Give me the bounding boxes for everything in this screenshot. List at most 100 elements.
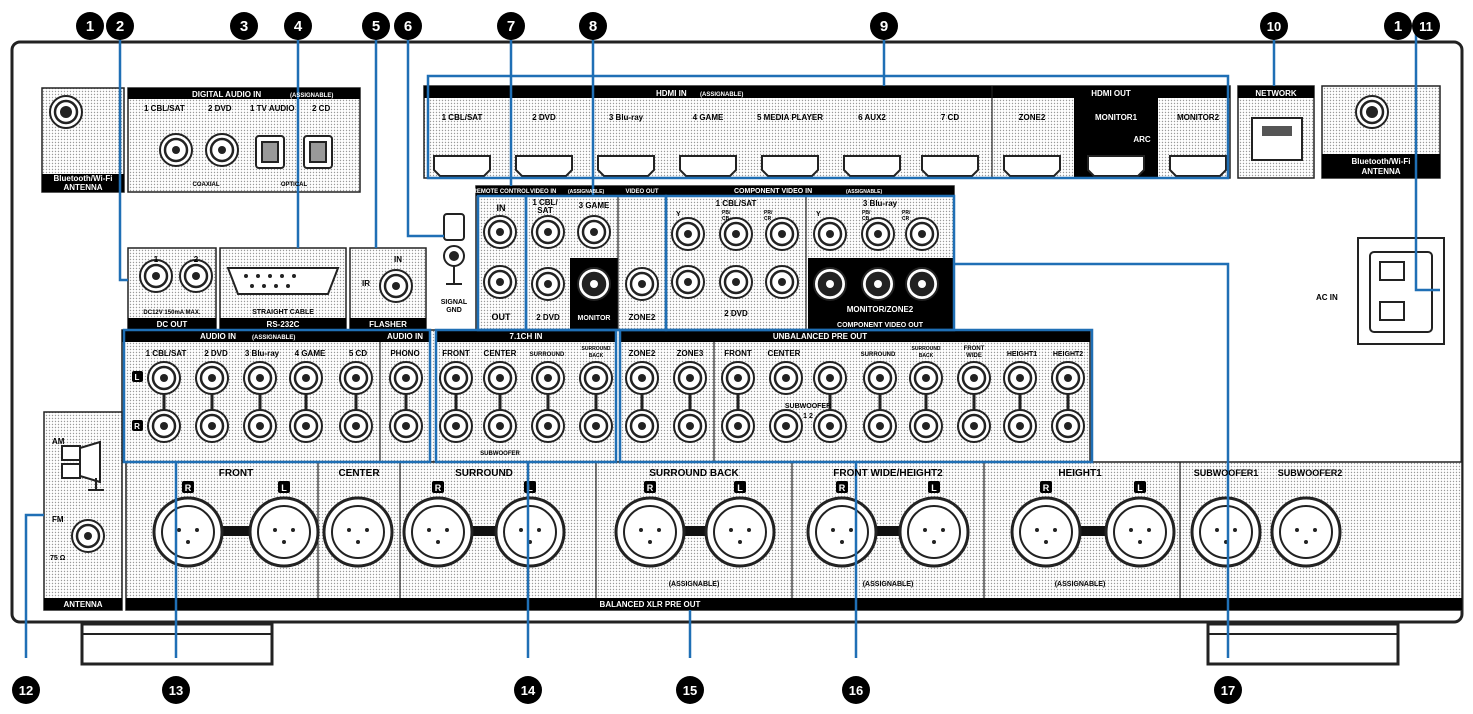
optical-label: OPTICAL (281, 182, 308, 188)
rs232c-port (226, 267, 340, 295)
xlr-pin (1295, 528, 1299, 532)
rca-jack-pin (970, 422, 978, 430)
hdmi-in-title: HDMI IN (656, 89, 687, 98)
xlr-pin (932, 540, 936, 544)
ch71-sb-2: BACK (589, 353, 604, 359)
xlr-pin (186, 540, 190, 544)
remote-out: OUT (492, 312, 512, 322)
am-terminal (61, 440, 104, 491)
digital-in-3: 1 TV AUDIO (250, 104, 295, 113)
hdmi-in-5: 5 MEDIA PLAYER (757, 113, 823, 122)
xlr-jack-inner (1019, 505, 1073, 559)
xlr-pin (177, 528, 181, 532)
rca-jack-pin (732, 278, 740, 286)
digital-audio-assignable: (ASSIGNABLE) (290, 93, 333, 99)
rca-jack-pin (592, 374, 600, 382)
video-zone2: ZONE2 (629, 313, 656, 322)
antenna-title: ANTENNA (63, 600, 102, 609)
callout-leader (434, 328, 618, 464)
xlr-height1: HEIGHT1 (1058, 468, 1102, 479)
component-out-title: COMPONENT VIDEO OUT (837, 322, 924, 329)
hdmi-out-zone2: ZONE2 (1019, 113, 1046, 122)
rca-jack-pin (544, 228, 552, 236)
callout-leader (1414, 34, 1440, 292)
xlr-bridge (464, 526, 504, 536)
rca-jack-pin (826, 374, 834, 382)
ch71-subwoofer: SUBWOOFER (480, 451, 520, 457)
callout-number: 1 (1394, 18, 1402, 35)
xlr-jack-inner (1199, 505, 1253, 559)
callout-number: 16 (849, 683, 863, 698)
rca-jack-pin (922, 422, 930, 430)
rca-jack-pin (782, 374, 790, 382)
rca-jacks (49, 95, 1389, 553)
video-in-assignable: (ASSIGNABLE) (568, 189, 604, 195)
video-cbl-1: 1 CBL/ (532, 198, 558, 207)
xlr-jack-inner (411, 505, 465, 559)
rs232c-title: RS-232C (267, 320, 300, 329)
callout-number: 3 (240, 18, 248, 35)
callout-circle (106, 12, 134, 40)
video-cbl-2: SAT (537, 206, 553, 215)
xlr-assignable-3: (ASSIGNABLE) (1055, 581, 1106, 588)
xlr-jack-inner (907, 505, 961, 559)
rca-jack-pin (302, 422, 310, 430)
phono-label: PHONO (390, 349, 419, 358)
xlr-channel-letter: R (435, 483, 442, 493)
xlr-pin (1044, 540, 1048, 544)
digital-audio-title: DIGITAL AUDIO IN (192, 90, 261, 99)
xlr-subwoofer1: SUBWOOFER1 (1194, 468, 1259, 478)
xlr-center: CENTER (338, 468, 380, 479)
bt-left-label-1: Bluetooth/Wi-Fi (53, 174, 112, 183)
hdmi-in-4: 4 GAME (693, 113, 724, 122)
signal-gnd-terminal (443, 213, 465, 285)
xlr-subwoofer2: SUBWOOFER2 (1278, 468, 1343, 478)
xlr-channel-letter: L (737, 483, 743, 493)
callout-circle (230, 12, 258, 40)
component-pr2a: PR/ (902, 210, 911, 216)
phono-title: AUDIO IN (387, 332, 423, 341)
xlr-surround: SURROUND (455, 468, 513, 479)
callout-circle (1214, 676, 1242, 704)
rca-jack-pin (160, 374, 168, 382)
ch71-sb-1: SURROUND (582, 346, 611, 352)
network-title: NETWORK (1255, 89, 1297, 98)
pre-sub-numbers: 1 2 (803, 413, 813, 420)
hdmi-out-monitor1: MONITOR1 (1095, 113, 1138, 122)
rca-jack-pin (686, 422, 694, 430)
xlr-jack-inner (815, 505, 869, 559)
xlr-pin (273, 528, 277, 532)
rca-jack-pin (734, 374, 742, 382)
bt-antenna-center (60, 106, 72, 118)
xlr-pin (1129, 528, 1133, 532)
callout-circle (76, 12, 104, 40)
audio-in-1: 1 CBL/SAT (146, 349, 187, 358)
ch71-front: FRONT (442, 349, 470, 358)
xlr-pin (923, 528, 927, 532)
component-pb1b: CB (722, 216, 730, 222)
xlr-channel-letter: R (647, 483, 654, 493)
rca-jack-pin (686, 374, 694, 382)
rca-jack-pin (452, 374, 460, 382)
rca-jack-pin (208, 422, 216, 430)
rca-jack-pin (544, 422, 552, 430)
optical-ports (255, 135, 333, 169)
antenna-am: AM (52, 437, 65, 446)
xlr-pin (941, 528, 945, 532)
signal-gnd-2: GND (446, 307, 462, 314)
callout-circle (284, 12, 312, 40)
video-game: 3 GAME (579, 201, 610, 210)
ch71-title: 7.1CH IN (510, 332, 543, 341)
rca-jack-pin (826, 422, 834, 430)
callout-circle (1412, 12, 1440, 40)
rca-jack-pin (152, 272, 160, 280)
pre-sb-2: BACK (919, 353, 934, 359)
xlr-pin (849, 528, 853, 532)
dc-out-1: 1 (154, 255, 159, 264)
xlr-pin (1147, 528, 1151, 532)
rca-jack-pin (402, 374, 410, 382)
coaxial-label: COAXIAL (193, 182, 220, 188)
rca-jack-pin (1064, 422, 1072, 430)
rca-jack-pin (452, 422, 460, 430)
